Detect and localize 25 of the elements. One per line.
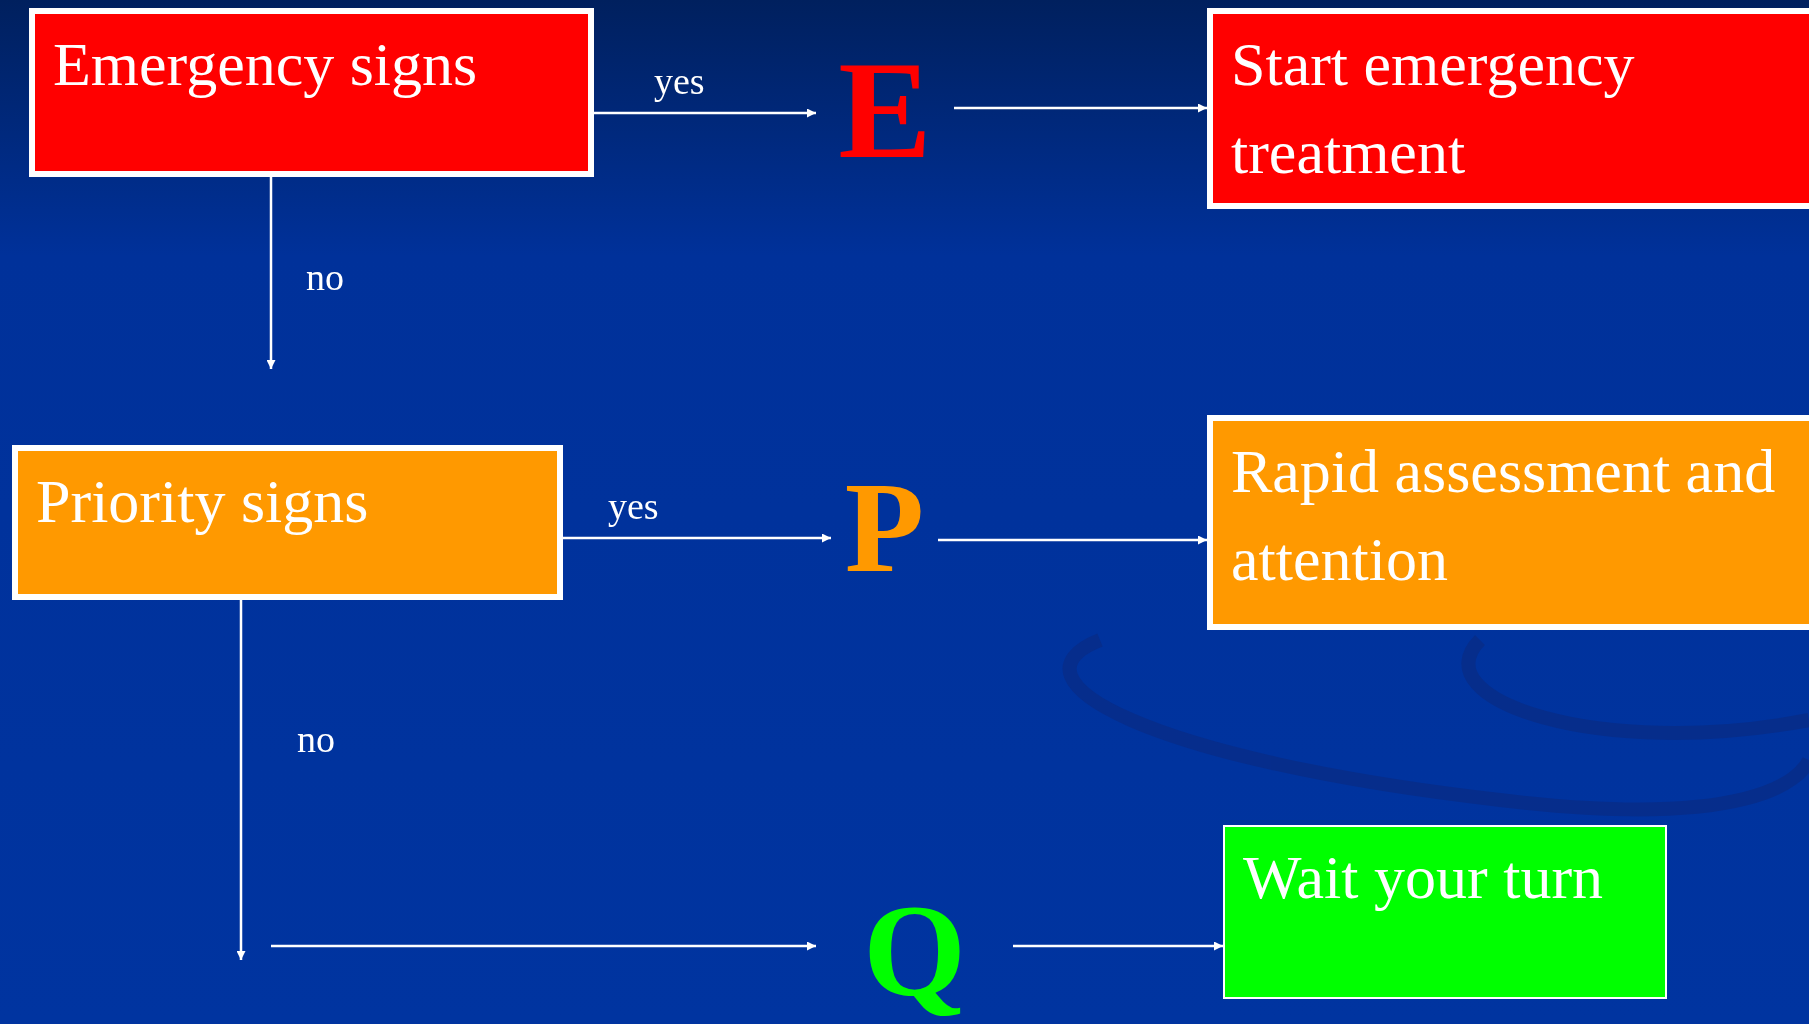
arrow [271,941,816,951]
node-text: Start emergency treatment [1231,30,1635,187]
edge-label: yes [654,62,705,100]
edge-label: no [297,720,335,758]
node-text: Wait your turn [1243,843,1604,911]
arrow [594,108,816,118]
process-box [12,445,563,600]
arrow [954,103,1207,113]
edge-label: no [306,258,344,296]
node-text: Priority signs [36,467,369,535]
edge-label: yes [608,487,659,525]
node-text: Rapid assessment and attention [1231,437,1776,594]
arrow [938,535,1207,545]
process-box [29,8,594,177]
arrow [266,177,276,369]
arrow [563,533,831,543]
node-text: P [844,462,925,592]
node-text: E [838,40,932,180]
process-box [1223,825,1667,999]
arrow [1013,941,1223,951]
arrow [236,600,246,960]
node-text: Q [863,885,966,1017]
process-box [1207,8,1809,209]
process-box [1207,415,1809,630]
node-text: Emergency signs [53,30,478,98]
